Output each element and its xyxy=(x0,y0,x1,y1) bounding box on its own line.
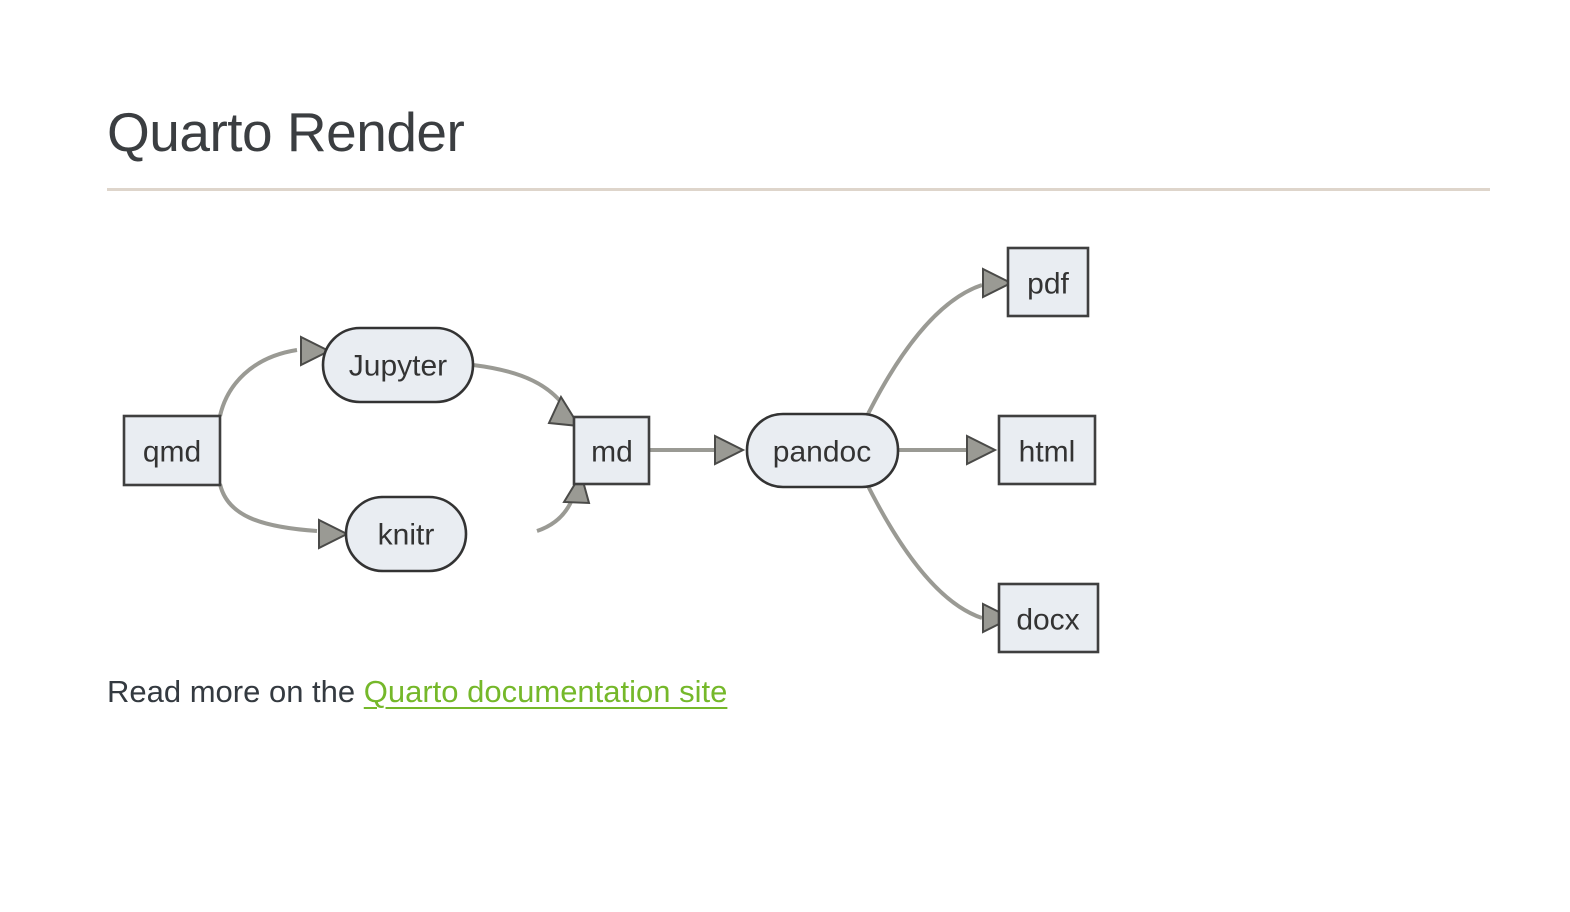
quarto-documentation-link[interactable]: Quarto documentation site xyxy=(363,674,728,709)
title-divider xyxy=(107,188,1490,191)
node-docx-label: docx xyxy=(1016,604,1079,637)
node-pandoc[interactable]: pandoc xyxy=(745,412,900,489)
footer-lead-text: Read more on the xyxy=(107,674,364,709)
node-pandoc-label: pandoc xyxy=(773,436,871,469)
edge-pandoc-to-html xyxy=(897,434,998,466)
node-qmd-label: qmd xyxy=(143,436,201,469)
node-docx[interactable]: docx xyxy=(997,582,1100,654)
node-knitr-label: knitr xyxy=(378,519,435,552)
node-html-label: html xyxy=(1019,436,1076,469)
node-qmd[interactable]: qmd xyxy=(122,414,222,487)
edge-jupyter-to-md xyxy=(472,363,581,428)
node-md[interactable]: md xyxy=(572,415,651,486)
node-md-label: md xyxy=(591,436,633,469)
node-knitr[interactable]: knitr xyxy=(344,495,468,573)
node-jupyter[interactable]: Jupyter xyxy=(321,326,475,404)
node-pdf-label: pdf xyxy=(1027,268,1069,301)
footer-paragraph: Read more on the Quarto documentation si… xyxy=(107,671,727,713)
edge-qmd-to-knitr xyxy=(218,483,350,550)
edge-pandoc-to-pdf xyxy=(862,267,1014,423)
edge-md-to-pandoc xyxy=(649,434,746,466)
node-pdf[interactable]: pdf xyxy=(1006,246,1090,318)
quarto-render-flowchart: qmd Jupyter knitr md pandoc xyxy=(107,225,1167,655)
edge-pandoc-to-docx xyxy=(862,477,1014,634)
page-title: Quarto Render xyxy=(107,101,465,163)
node-jupyter-label: Jupyter xyxy=(349,350,447,383)
title-block: Quarto Render xyxy=(107,101,1490,164)
node-html[interactable]: html xyxy=(997,414,1097,486)
flowchart-svg: qmd Jupyter knitr md pandoc xyxy=(122,246,1100,654)
edge-qmd-to-jupyter xyxy=(218,335,332,417)
